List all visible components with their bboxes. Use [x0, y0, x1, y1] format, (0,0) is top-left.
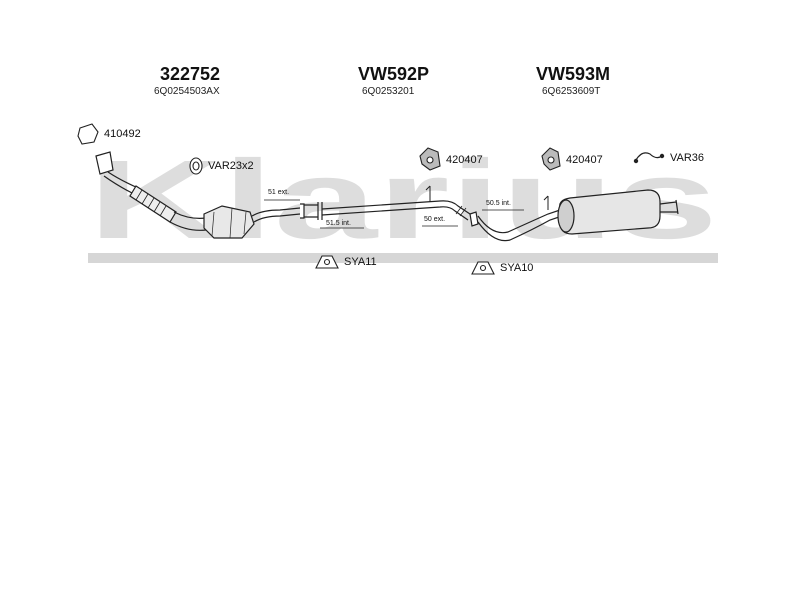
label-sya11: SYA11	[344, 256, 377, 268]
label-sya10: SYA10	[500, 262, 534, 274]
header-code-1: 322752	[160, 64, 221, 84]
label-var36: VAR36	[670, 152, 705, 164]
catalytic-converter	[203, 205, 255, 239]
dimension-lines	[264, 199, 524, 229]
strap-var36-icon	[633, 152, 665, 164]
bracket-sya10-icon	[471, 261, 495, 275]
watermark-band	[88, 253, 718, 263]
header-sub-3: 6Q6253609T	[542, 86, 601, 97]
rear-pipe	[469, 195, 563, 242]
dim-51-ext: 51 ext.	[268, 189, 290, 196]
hanger-420407-a-icon	[419, 147, 441, 171]
header-code-3: VW593M	[536, 64, 611, 84]
clamp-410492-icon	[77, 123, 99, 145]
label-var23x2: VAR23x2	[208, 160, 254, 172]
bracket-sya11-icon	[315, 255, 339, 269]
header-sub-2: 6Q0253201	[362, 86, 415, 97]
header-code-2: VW592P	[358, 64, 430, 84]
dim-50-5-int: 50.5 int.	[486, 200, 511, 207]
dim-51-5-int: 51.5 int.	[326, 220, 351, 227]
dim-50-ext: 50 ext.	[424, 216, 446, 223]
hanger-420407-b-icon	[541, 147, 561, 171]
gasket-var23-icon	[189, 157, 203, 175]
header-sub-1: 6Q0254503AX	[154, 86, 220, 97]
intermediate-pipe	[251, 185, 471, 223]
rear-silencer	[557, 189, 679, 235]
front-pipe	[95, 151, 207, 231]
label-420407-a: 420407	[446, 154, 483, 166]
label-420407-b: 420407	[566, 154, 603, 166]
label-410492: 410492	[104, 128, 141, 140]
